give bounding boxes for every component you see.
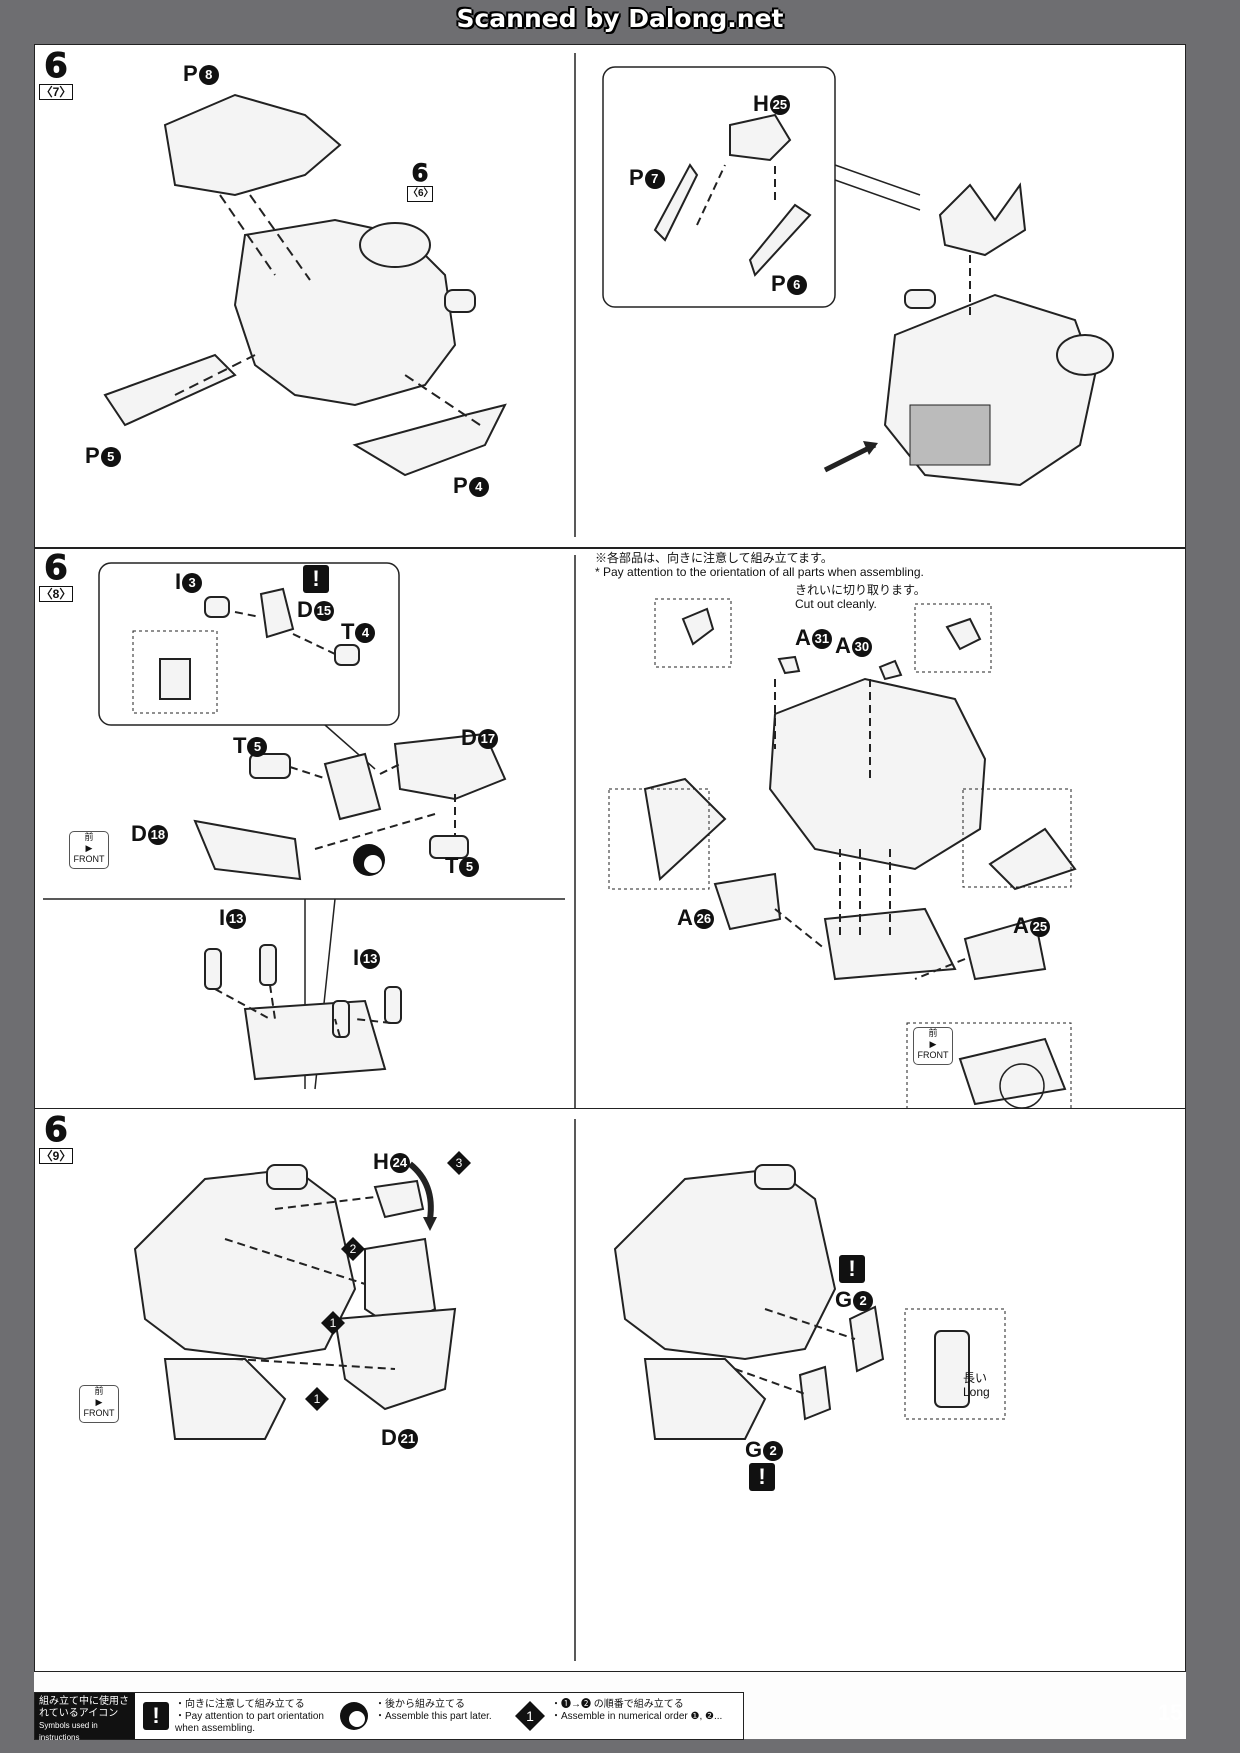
orientation-note-en: * Pay attention to the orientation of al… bbox=[595, 565, 924, 579]
long-note-en: Long bbox=[963, 1385, 990, 1399]
svg-text:3: 3 bbox=[456, 1156, 463, 1170]
front-direction-icon: 前▶FRONT bbox=[69, 831, 109, 869]
orientation-note-jp: ※各部品は、向きに注意して組み立てます。 bbox=[595, 551, 833, 565]
orientation-warning-icon: ! bbox=[303, 565, 329, 593]
scan-credit: Scanned by Dalong.net bbox=[456, 4, 784, 33]
reference-step-badge: 6 〈6〉 bbox=[407, 159, 434, 202]
step-subnumber: 〈9〉 bbox=[39, 1148, 73, 1164]
assembly-order-marker: 1 bbox=[305, 1387, 329, 1411]
reference-step-number: 6 bbox=[411, 159, 429, 187]
legend-assemble-later: ・後から組み立てる・Assemble this part later. bbox=[335, 1693, 505, 1739]
legend-numerical-order: 1 ・❶→❷ の順番で組み立てる・Assemble in numerical o… bbox=[511, 1693, 741, 1739]
svg-text:2: 2 bbox=[350, 1242, 357, 1256]
orientation-warning-icon: ! bbox=[839, 1255, 865, 1283]
step-8-illustration bbox=[43, 555, 1077, 1129]
page-number: 15 bbox=[1158, 1700, 1183, 1725]
step-number: 6 bbox=[44, 46, 69, 86]
step-subnumber: 〈7〉 bbox=[39, 84, 73, 100]
svg-text:1: 1 bbox=[330, 1316, 337, 1330]
assembly-order-marker: 2 bbox=[341, 1237, 365, 1261]
cut-note-jp: きれいに切り取ります。 bbox=[795, 583, 926, 597]
svg-text:1: 1 bbox=[314, 1392, 321, 1406]
step-number-badge: 6 〈7〉 bbox=[39, 49, 73, 100]
step-7-illustration bbox=[103, 53, 1114, 537]
front-direction-icon: 前▶FRONT bbox=[913, 1027, 953, 1065]
reference-step-subnumber: 〈6〉 bbox=[407, 186, 434, 202]
orientation-warning-icon: ! bbox=[749, 1463, 775, 1491]
step-number: 6 bbox=[44, 548, 69, 588]
step-number: 6 bbox=[44, 1110, 69, 1150]
assembly-order-icon: 1 bbox=[515, 1701, 545, 1731]
svg-text:1: 1 bbox=[526, 1708, 534, 1724]
orientation-warning-icon: ! bbox=[143, 1702, 169, 1730]
step-number-badge: 6 〈8〉 bbox=[39, 551, 73, 602]
step-number-badge: 6 〈9〉 bbox=[39, 1113, 73, 1164]
step-subnumber: 〈8〉 bbox=[39, 586, 73, 602]
assemble-later-icon bbox=[340, 1702, 368, 1730]
step-panel-middle: 6 〈8〉 ! ※各部品は、向きに注意して組み立てます。 * Pay atten… bbox=[34, 548, 1186, 1130]
front-direction-icon: 前▶FRONT bbox=[79, 1385, 119, 1423]
long-note-jp: 長い bbox=[963, 1371, 988, 1385]
legend-orientation: ! ・向きに注意して組み立てる・Pay attention to part or… bbox=[139, 1693, 329, 1739]
assembly-order-marker: 1 bbox=[321, 1311, 345, 1335]
cut-note-en: Cut out cleanly. bbox=[795, 597, 877, 611]
step-9-illustration bbox=[133, 1119, 1006, 1661]
assembly-order-marker: 3 bbox=[447, 1151, 471, 1175]
